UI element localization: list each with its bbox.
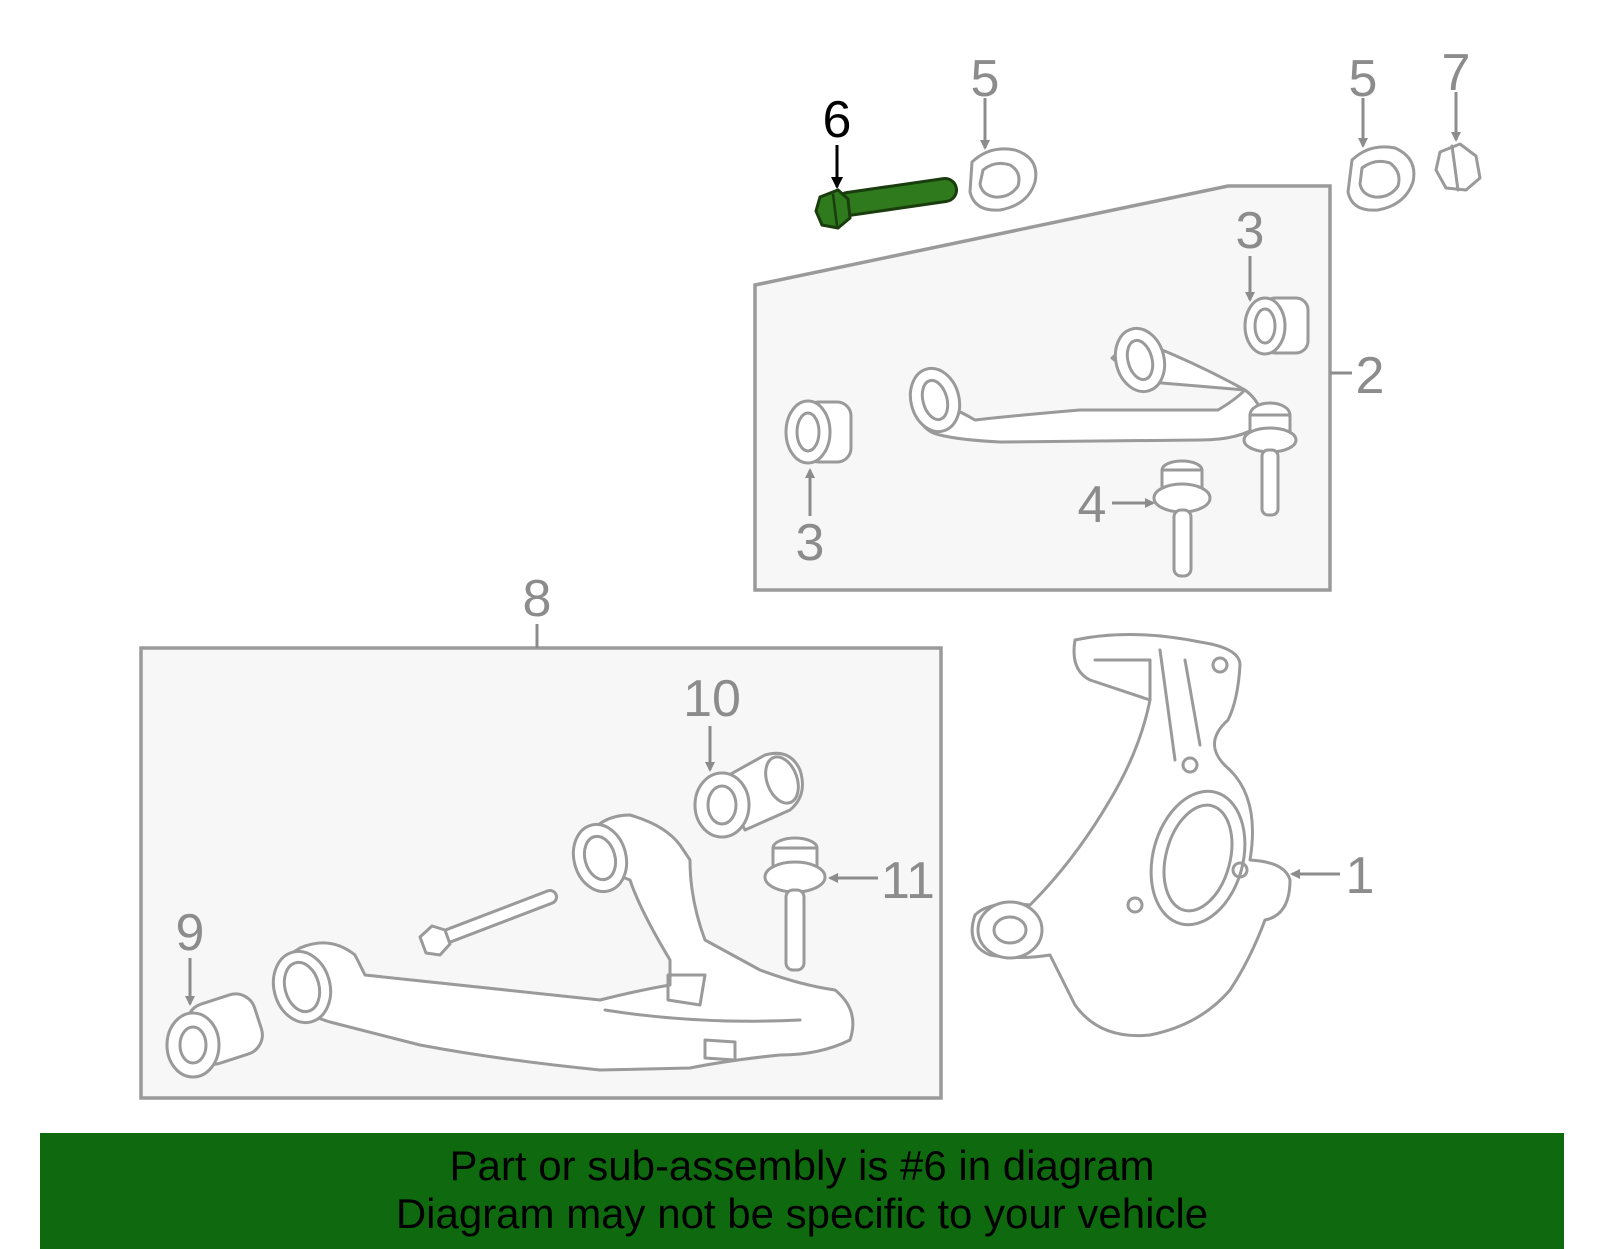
callout-10: 10 bbox=[683, 670, 741, 728]
callout-3-lower: 3 bbox=[796, 514, 825, 572]
info-banner: Part or sub-assembly is #6 in diagram Di… bbox=[40, 1133, 1564, 1249]
banner-line-2: Diagram may not be specific to your vehi… bbox=[395, 1190, 1209, 1237]
lower-control-arm[interactable] bbox=[266, 813, 855, 1072]
callout-2: 2 bbox=[1356, 347, 1385, 405]
cam-washer-part-5-left[interactable] bbox=[968, 147, 1038, 212]
bushing-part-3-lower[interactable] bbox=[784, 399, 853, 465]
callout-4: 4 bbox=[1078, 476, 1107, 534]
bushing-part-10[interactable] bbox=[693, 751, 804, 839]
banner-line-1: Part or sub-assembly is #6 in diagram bbox=[449, 1142, 1155, 1189]
lower-arm-bolt[interactable] bbox=[418, 889, 558, 957]
bolt-part-6[interactable] bbox=[814, 177, 958, 230]
cam-washer-part-5-right[interactable] bbox=[1346, 145, 1416, 212]
callout-7: 7 bbox=[1442, 44, 1471, 102]
bushing-part-3-upper[interactable] bbox=[1243, 296, 1310, 356]
callout-3-upper: 3 bbox=[1236, 202, 1265, 260]
callout-9: 9 bbox=[176, 904, 205, 962]
callout-6: 6 bbox=[823, 91, 852, 149]
nut-part-7[interactable] bbox=[1434, 142, 1482, 192]
callout-11: 11 bbox=[881, 852, 935, 910]
callout-5-right: 5 bbox=[1349, 50, 1378, 108]
bushing-part-9[interactable] bbox=[165, 989, 268, 1079]
callout-1: 1 bbox=[1346, 847, 1375, 905]
upper-control-arm[interactable] bbox=[904, 323, 1298, 517]
ball-joint-part-4[interactable] bbox=[1152, 459, 1212, 578]
callout-8: 8 bbox=[523, 570, 552, 628]
ball-joint-part-11[interactable] bbox=[763, 836, 827, 972]
steering-knuckle-part-1[interactable] bbox=[970, 633, 1292, 1038]
callout-5-left: 5 bbox=[971, 50, 1000, 108]
